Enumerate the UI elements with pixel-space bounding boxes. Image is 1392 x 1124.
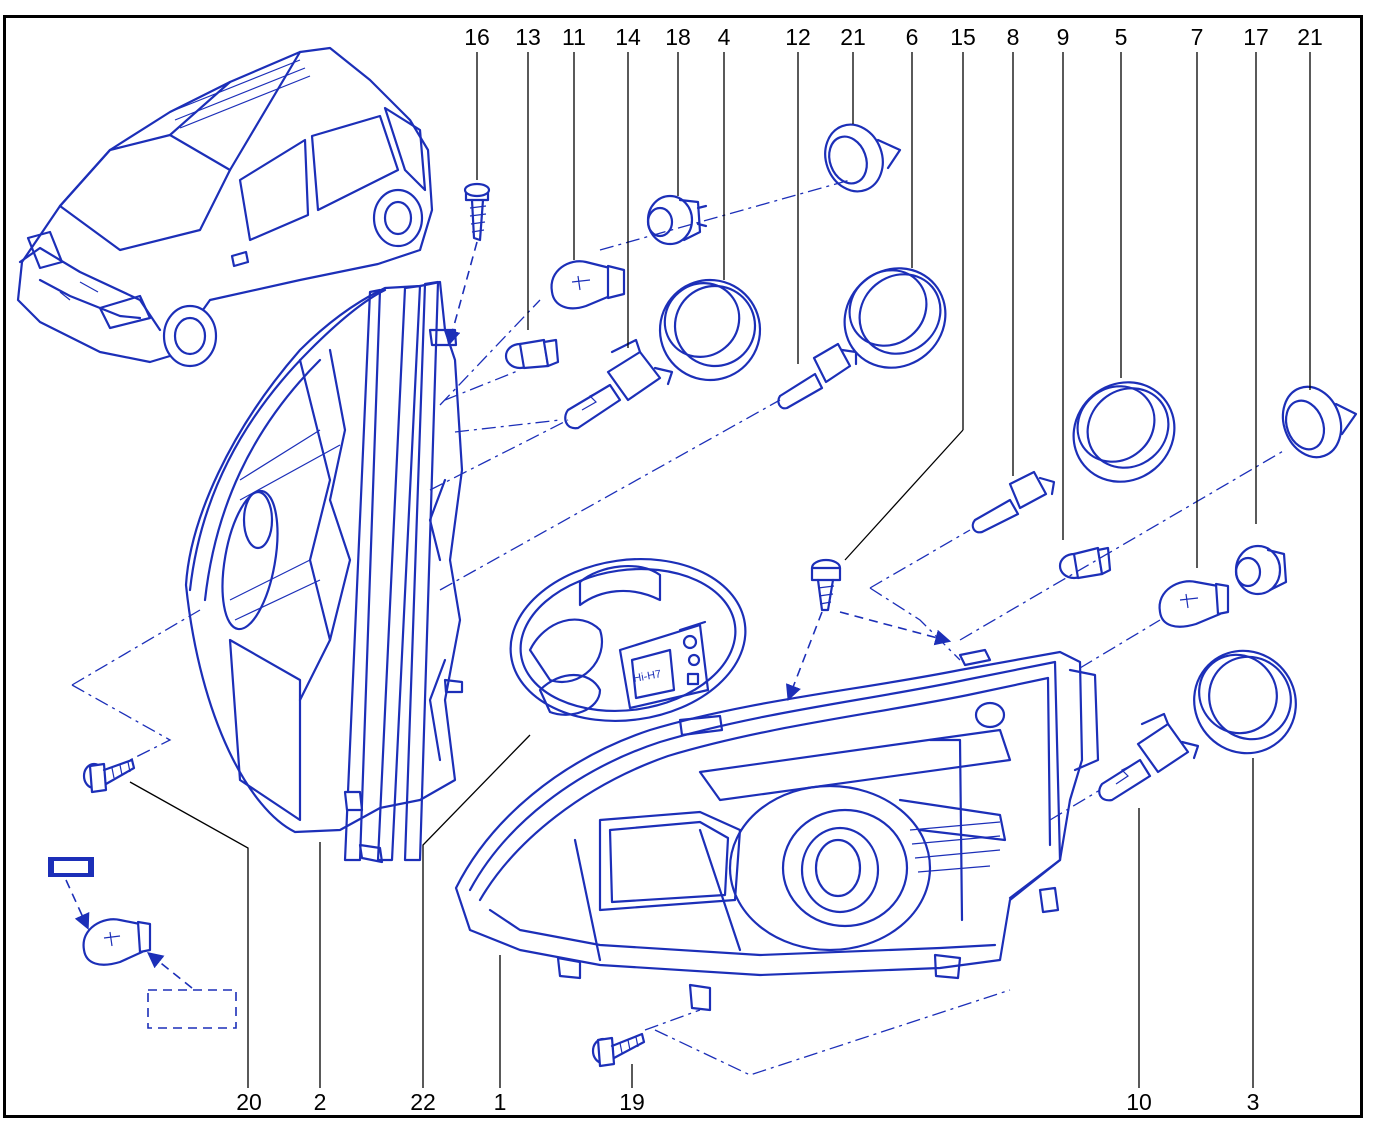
callout-20: 20 [236,1089,262,1115]
callout-17: 17 [1243,24,1269,50]
screw-15-icon [810,558,842,612]
socket-17-icon [1234,544,1288,596]
headlamp-front-view [454,648,1100,1012]
kit-box-label: Hi-H7 [632,668,662,685]
socket-21-right-icon [1281,385,1358,459]
bulb-11-icon [550,260,626,310]
bulb-8-icon [971,470,1056,534]
screw-16-icon [463,182,491,242]
callout-8: 8 [1007,24,1020,50]
screw-20-icon [82,758,136,794]
callout-15: 15 [950,24,976,50]
cap-6-icon [843,267,947,369]
bulb-14-icon [564,338,674,430]
callout-18: 18 [665,24,691,50]
callout-22: 22 [410,1089,436,1115]
bulb-13-icon [504,338,560,370]
callouts-bottom: 20 2 22 1 19 10 3 [236,1089,1259,1115]
callout-6: 6 [906,24,919,50]
callout-1: 1 [494,1089,507,1115]
headlamp-side-view [184,280,464,864]
bulb-7-icon [1158,580,1230,628]
callout-9: 9 [1057,24,1070,50]
leader-lines [129,52,1311,1088]
callout-7: 7 [1191,24,1204,50]
cap-4-icon [658,278,762,382]
callout-13: 13 [515,24,541,50]
callouts-top: 16 13 11 14 18 4 12 21 6 15 8 9 5 7 17 2… [464,24,1323,50]
car-icon [16,46,434,368]
legend-bulb-icon [48,857,237,1029]
cap-3-icon [1193,649,1297,755]
callout-16: 16 [464,24,490,50]
socket-18-icon [646,194,708,246]
callout-3: 3 [1247,1089,1260,1115]
callout-14: 14 [615,24,641,50]
screw-19-icon [591,1032,646,1068]
callout-5: 5 [1115,24,1128,50]
socket-21-top-icon [824,123,902,193]
callout-21-a: 21 [840,24,866,50]
bulb-12-icon [777,342,858,410]
callout-19: 19 [619,1089,645,1115]
callout-4: 4 [718,24,731,50]
cap-5-icon [1072,381,1176,483]
bulb-kit-box [509,557,747,723]
callout-21-b: 21 [1297,24,1323,50]
bulb-9-icon [1058,546,1112,580]
callout-11: 11 [562,24,586,50]
callout-10: 10 [1126,1089,1152,1115]
callout-2: 2 [314,1089,327,1115]
callout-12: 12 [785,24,811,50]
bulb-10-icon [1098,712,1200,802]
alignment-lines [71,179,1286,1076]
